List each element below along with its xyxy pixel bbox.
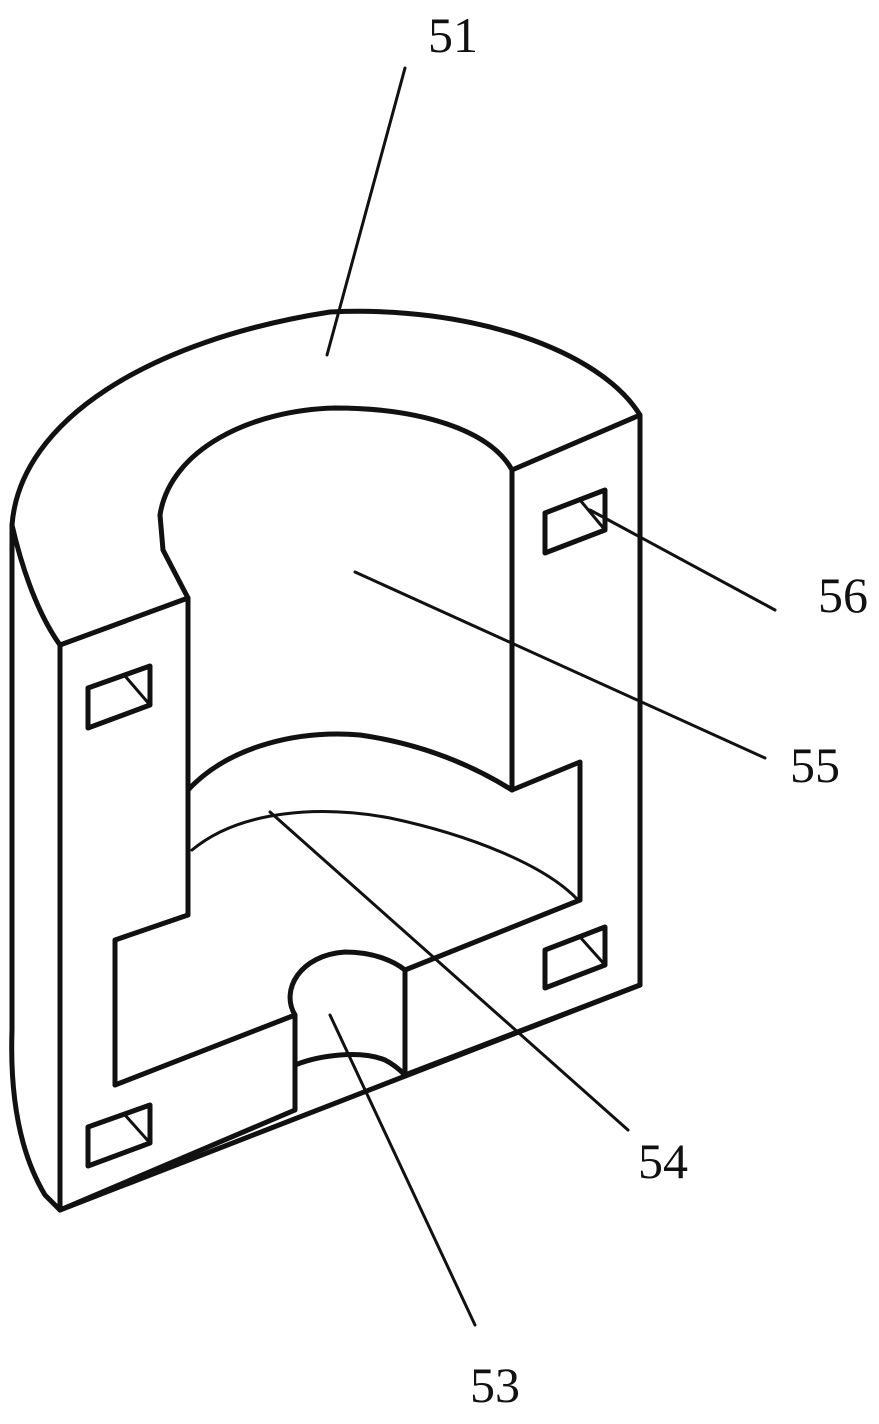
leader-53 <box>328 1013 477 1327</box>
upper-step-arc <box>185 731 515 793</box>
leader-54 <box>268 810 630 1132</box>
outer-shell <box>9 308 643 1213</box>
hole-bottom-left <box>85 1102 153 1169</box>
top-bore-edge <box>157 405 515 518</box>
label-55: 55 <box>790 737 840 793</box>
label-53: 53 <box>470 1357 520 1413</box>
hole-top-right <box>542 487 608 556</box>
hole-top-left <box>85 663 153 731</box>
leader-51 <box>325 66 407 357</box>
leader-55 <box>353 570 767 760</box>
lower-shelf-left <box>112 912 191 1088</box>
label-54: 54 <box>638 1133 688 1189</box>
right-block-bottom <box>402 982 643 1078</box>
label-51: 51 <box>428 7 478 63</box>
leader-56 <box>588 508 777 612</box>
left-wall-top-edge <box>9 522 191 648</box>
bottom-notch <box>287 949 408 1018</box>
label-56: 56 <box>818 567 868 623</box>
bottom-notch-lower <box>292 1052 408 1078</box>
middle-cavity-arc <box>190 810 580 902</box>
upper-step-right <box>509 759 583 903</box>
left-notch-edge <box>157 512 191 601</box>
hole-bottom-right <box>542 924 608 991</box>
right-wall-top-edge <box>509 412 643 473</box>
